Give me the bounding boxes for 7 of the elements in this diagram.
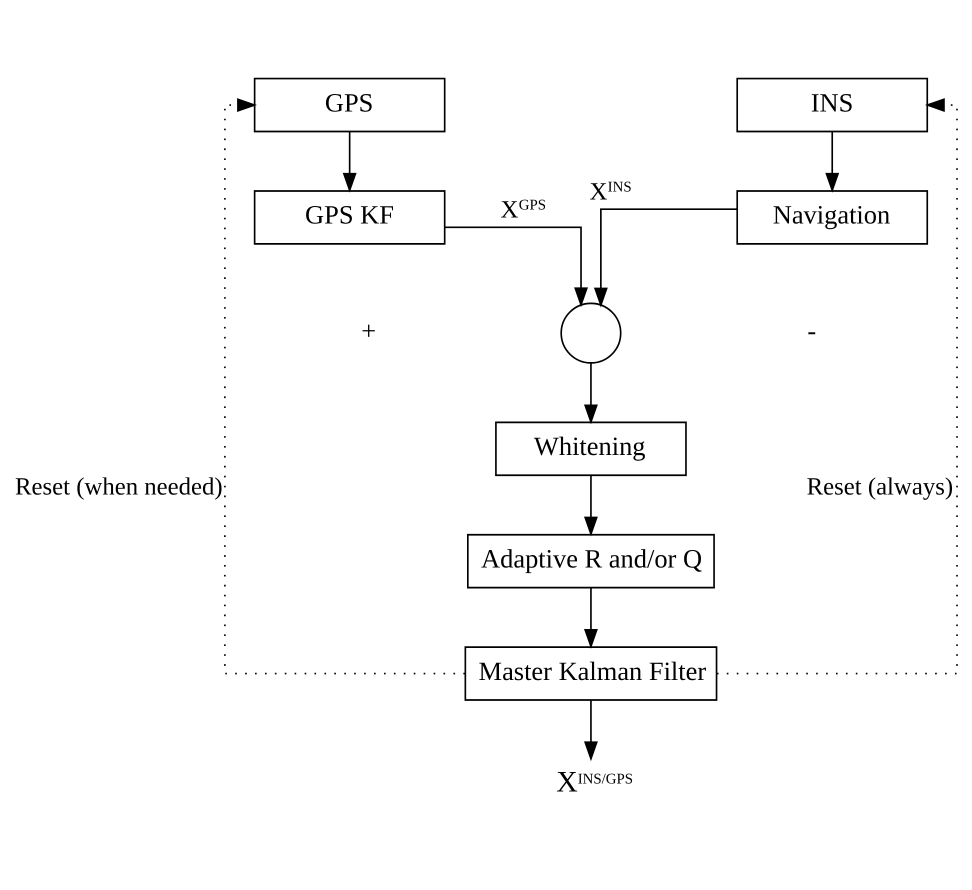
edge-label: X$^{GPS}$: [500, 196, 546, 223]
edge-label: X$^{INS}$: [590, 178, 632, 205]
edge-label: Reset (when needed): [14, 473, 223, 500]
label: -: [807, 314, 816, 345]
node-text: X$^{INS/GPS}$: [556, 765, 634, 798]
label: +: [361, 314, 376, 345]
edge-label: Reset (always): [806, 473, 954, 500]
